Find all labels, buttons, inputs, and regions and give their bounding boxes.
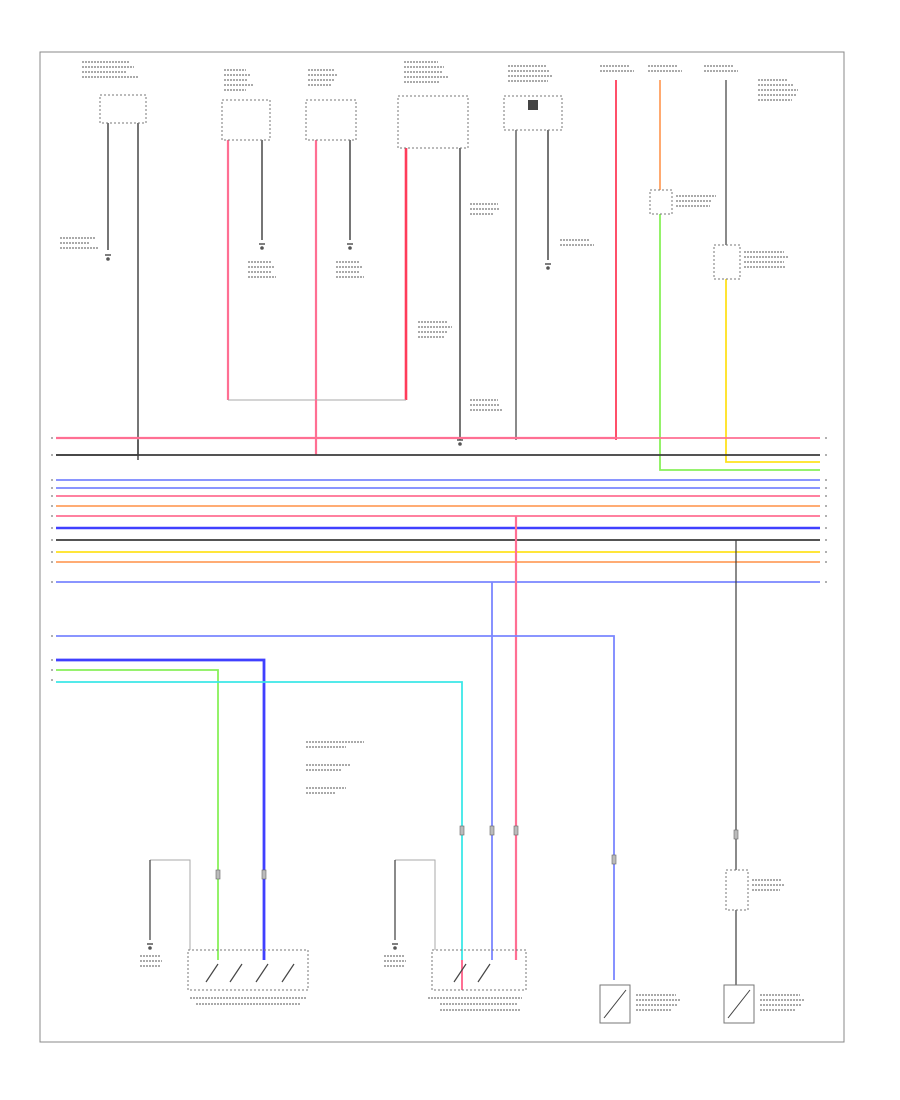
switch-1-contact-2 — [255, 963, 269, 983]
conn-1a — [215, 869, 221, 880]
lower-wire-4 — [56, 681, 463, 960]
sensor-8-diag — [727, 989, 751, 1019]
switch-1-ground-link — [150, 859, 191, 950]
bus-pin-11 — [51, 561, 53, 563]
lower-wire-2 — [56, 658, 266, 960]
bus-pin-right-5 — [825, 495, 827, 497]
components-group — [51, 61, 827, 1024]
bus-pin-right-11 — [825, 561, 827, 563]
relay-box-5 — [649, 189, 673, 215]
conn-4 — [733, 829, 739, 840]
yellow-run — [725, 279, 820, 463]
switch-assembly-1 — [187, 949, 309, 991]
ground-3-dot — [348, 246, 352, 250]
bus-pin-right-2 — [825, 454, 827, 456]
switch-2-contact-1 — [477, 963, 491, 983]
bus-pin-right-10 — [825, 551, 827, 553]
diagram-frame — [39, 51, 845, 1043]
ground-1-dot — [106, 257, 110, 261]
module-9 — [725, 869, 749, 911]
bus-pin-9 — [51, 539, 53, 541]
ground-7-dot — [393, 946, 397, 950]
lower-pin-2 — [51, 669, 53, 671]
switch-box-6 — [713, 244, 741, 280]
lower-pin-1 — [51, 659, 53, 661]
switch-2-contact-0 — [453, 963, 467, 983]
ground-2-dot — [260, 246, 264, 250]
bus-pin-right-6 — [825, 505, 827, 507]
conn-2b — [489, 825, 495, 836]
green-run — [659, 214, 820, 471]
sensor-7 — [599, 984, 631, 1024]
switch-1-contact-0 — [205, 963, 219, 983]
bus-pin-right-3 — [825, 479, 827, 481]
ground-4-dot — [458, 442, 462, 446]
switch-1-contact-3 — [281, 963, 295, 983]
bus-pin-12 — [51, 581, 53, 583]
sensor-box-4 — [503, 95, 563, 131]
bus-pin-4 — [51, 487, 53, 489]
sensor-4-element — [528, 100, 538, 110]
wires-group — [56, 80, 820, 990]
relay-box-2 — [305, 99, 357, 141]
module-box-3 — [397, 95, 469, 149]
ground-5-dot — [546, 266, 550, 270]
conn-3 — [611, 854, 617, 865]
lower-wire-3 — [56, 669, 219, 960]
bus-pin-8 — [51, 527, 53, 529]
lower-wire-1 — [56, 635, 615, 980]
sensor-8 — [723, 984, 755, 1024]
bus-pin-right-8 — [825, 527, 827, 529]
bus-pin-right-12 — [825, 581, 827, 583]
switch-2-ground-link — [395, 859, 436, 950]
conn-2c — [513, 825, 519, 836]
lower-pin-0 — [51, 635, 53, 637]
conn-1b — [261, 869, 267, 880]
relay-box-1 — [221, 99, 271, 141]
switch-assembly-2 — [431, 949, 527, 991]
bus-pin-10 — [51, 551, 53, 553]
lower-pin-3 — [51, 679, 53, 681]
bus-pin-3 — [51, 479, 53, 481]
combination-switch-box — [99, 94, 147, 124]
bus-pin-right-1 — [825, 437, 827, 439]
bus-pin-1 — [51, 437, 53, 439]
bus-pin-7 — [51, 515, 53, 517]
ground-6-dot — [148, 946, 152, 950]
comb-to-bus — [56, 440, 139, 456]
switch-1-contact-1 — [229, 963, 243, 983]
bus-pin-6 — [51, 505, 53, 507]
bus-pin-2 — [51, 454, 53, 456]
conn-2a — [459, 825, 465, 836]
bus-pin-right-7 — [825, 515, 827, 517]
bus-pin-5 — [51, 495, 53, 497]
bus-pin-right-9 — [825, 539, 827, 541]
sensor-7-diag — [603, 989, 627, 1019]
bus-pin-right-4 — [825, 487, 827, 489]
